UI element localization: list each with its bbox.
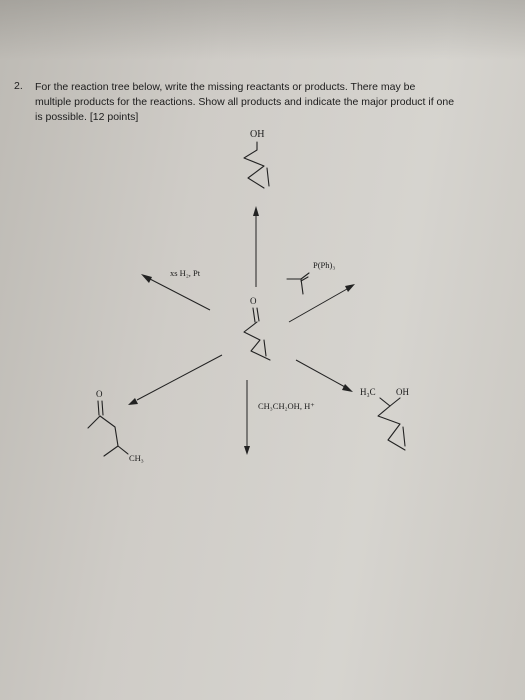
left-product-structure: O — [87, 389, 129, 457]
arrow-down-left — [128, 354, 223, 405]
arrow-up-right — [288, 284, 355, 323]
right-product-h3c: H₃C — [360, 387, 376, 397]
right-product-oh: OH — [396, 387, 409, 397]
arrow-up — [253, 206, 259, 287]
center-carbonyl-o: O — [250, 296, 257, 306]
center-reactant-structure: O — [243, 296, 271, 361]
question-number: 2. — [14, 80, 23, 92]
arrow-up-left — [141, 274, 211, 311]
question-line-2: multiple products for the reactions. Sho… — [35, 96, 455, 108]
page-shadow — [0, 0, 525, 60]
top-product-structure: OH — [243, 129, 270, 189]
wittig-reagent-structure — [286, 272, 310, 295]
top-product-oh-label: OH — [250, 129, 264, 140]
question-line-3: is possible. [12 points] — [35, 111, 139, 123]
question-line-1: For the reaction tree below, write the m… — [35, 81, 416, 93]
arrow-down — [244, 380, 250, 455]
reagent-acetal: CH₃CH₂OH, H⁺ — [258, 401, 315, 411]
reagent-wittig: P(Ph)₃ — [313, 260, 335, 270]
left-ketone-o: O — [96, 389, 103, 399]
right-product-structure — [377, 397, 406, 451]
arrow-down-right — [295, 359, 353, 392]
reagent-h2-pt: xs H₂, Pt — [170, 268, 201, 278]
left-ch3-label: CH₃ — [129, 453, 144, 463]
question-prompt: For the reaction tree below, write the m… — [35, 80, 485, 125]
